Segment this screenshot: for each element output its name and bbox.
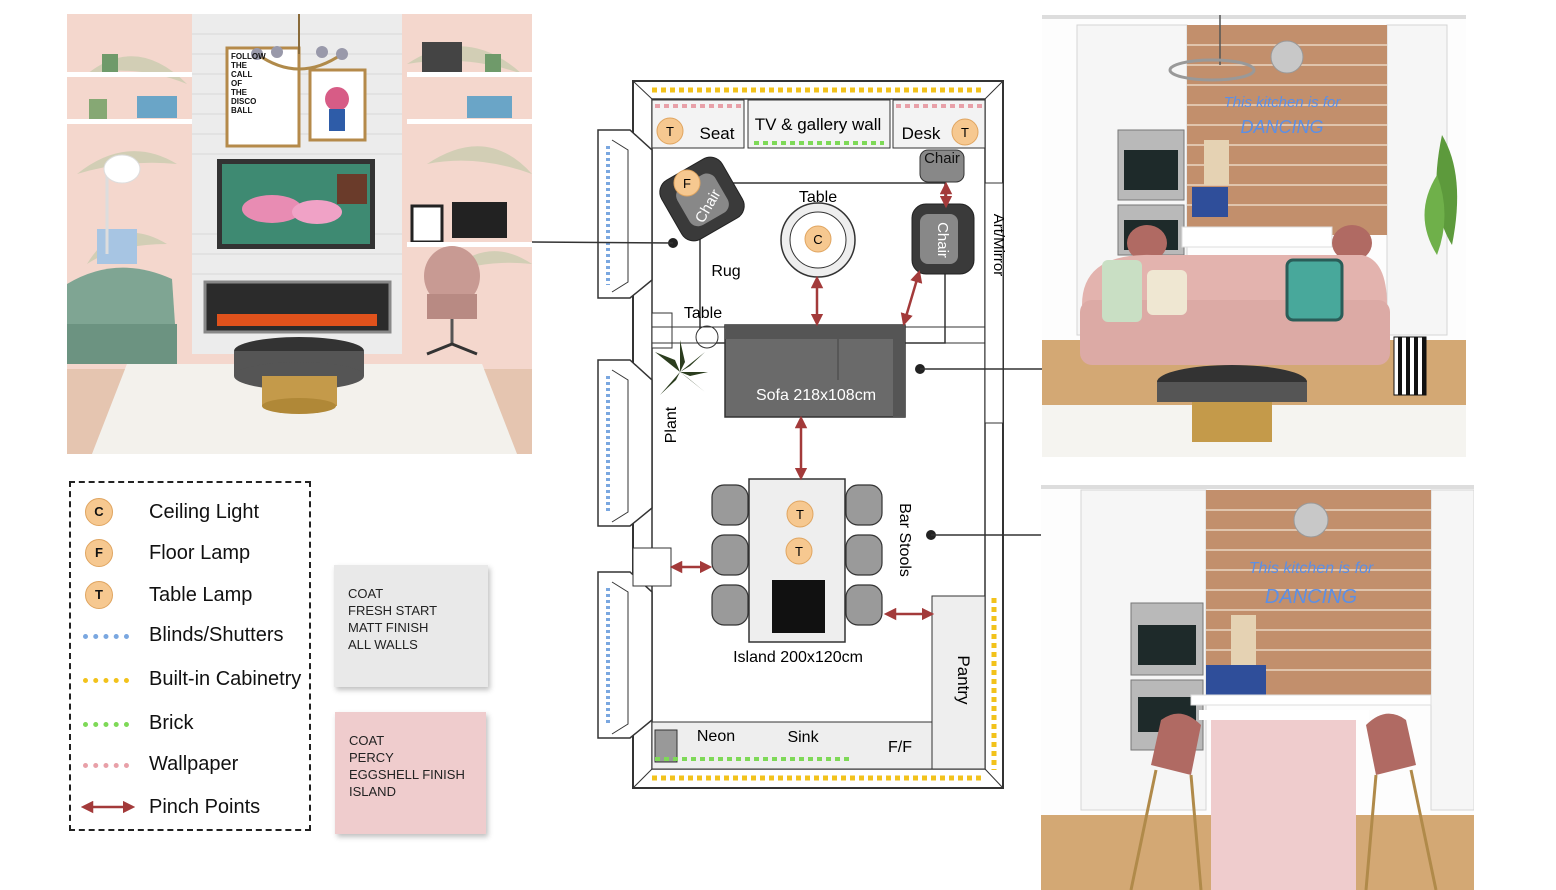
ff-label: F/F [888, 739, 912, 756]
swatch-line: COAT [348, 586, 384, 601]
paint-swatch-walls: COAT FRESH START MATT FINISH ALL WALLS [334, 565, 488, 687]
armchair-right-label: Chair [934, 222, 951, 258]
legend-label: Wallpaper [149, 753, 239, 775]
plant [655, 340, 708, 395]
legend-label: Pinch Points [149, 796, 261, 818]
legend-item-wallpaper: Wallpaper [71, 750, 311, 780]
sofa-label: Sofa 218x108cm [756, 387, 876, 404]
neon-sign-line1-bottom: This kitchen is for [1249, 560, 1374, 577]
legend-label: Built-in Cabinetry [149, 668, 302, 690]
pantry-label: Pantry [954, 655, 973, 705]
swatch-line: ISLAND [349, 784, 396, 799]
poster-line: BALL [231, 106, 253, 115]
table-lamp-desk-letter: T [961, 125, 969, 140]
legend-item-table-lamp: T Table Lamp [71, 581, 311, 611]
island-lamp-1: T [786, 500, 814, 528]
table-lamp-seat: T [656, 117, 684, 145]
bar-stools-label: Bar Stools [896, 503, 913, 577]
cabinetry-swatch [83, 678, 129, 683]
neon-sign-line2-bottom: DANCING [1265, 586, 1357, 608]
sofa-view-moodboard: This kitchen is for DANCING [1042, 15, 1466, 457]
legend-item-blinds: Blinds/Shutters [71, 621, 311, 651]
legend-item-cabinetry: Built-in Cabinetry [71, 665, 311, 695]
rug-label: Rug [711, 263, 740, 280]
side-table [651, 312, 673, 349]
pinch-arrow-icon [81, 800, 135, 814]
seat-label: Seat [700, 124, 735, 143]
poster-line: THE [231, 61, 247, 70]
desk-chair-label: Chair [924, 150, 960, 167]
legend-item-ceiling-light: C Ceiling Light [71, 498, 311, 528]
island-lamp-2: T [785, 537, 813, 565]
sofa [724, 324, 906, 418]
legend-item-pinch-points: Pinch Points [71, 793, 311, 823]
doorway [632, 547, 672, 587]
kitchen-run [651, 721, 933, 770]
island-lamp-1-letter: T [796, 507, 804, 522]
legend-label: Brick [149, 712, 194, 734]
legend-label: Floor Lamp [149, 542, 251, 564]
wallpaper-swatch [83, 763, 129, 768]
blinds-swatch [83, 634, 129, 639]
art-mirror-panel [984, 182, 1004, 424]
poster-line: OF [231, 79, 243, 88]
pinch-points [669, 181, 953, 621]
table-lamp-badge: T [85, 581, 113, 609]
art-mirror-label: Art/Mirror [990, 214, 1007, 277]
plant-label: Plant [663, 406, 680, 443]
ceiling-light-letter: C [813, 232, 822, 247]
paint-swatch-island: COAT PERCY EGGSHELL FINISH ISLAND [335, 712, 486, 834]
neon-box [654, 729, 678, 763]
legend-label: Table Lamp [149, 584, 253, 606]
bar-stools [711, 484, 883, 626]
legend: C Ceiling Light F Floor Lamp T Table Lam… [69, 481, 311, 831]
swatch-line: MATT FINISH [348, 620, 429, 635]
island-lamp-2-letter: T [795, 544, 803, 559]
legend-item-floor-lamp: F Floor Lamp [71, 539, 311, 569]
floor-lamp-letter: F [683, 176, 691, 191]
disco-poster-text: FOLLOW THE CALL OF THE DISCO BALL [231, 52, 297, 115]
table-lamp-seat-letter: T [666, 124, 674, 139]
floor-lamp-badge: F [85, 539, 113, 567]
island-view-moodboard: This kitchen is for DANCING [1041, 485, 1474, 890]
swatch-line: COAT [349, 733, 385, 748]
poster-line: THE [231, 88, 247, 97]
desk-label: Desk [902, 124, 941, 143]
coffee-table: C [780, 202, 856, 278]
living-room-moodboard [67, 14, 532, 454]
legend-label: Ceiling Light [149, 501, 260, 523]
poster-line: CALL [231, 70, 253, 79]
sink-label: Sink [787, 729, 819, 746]
neon-sign-line1: This kitchen is for [1224, 94, 1342, 111]
tv-wall-label: TV & gallery wall [755, 115, 882, 134]
island-label: Island 200x120cm [733, 649, 863, 666]
swatch-line: FRESH START [348, 603, 438, 618]
poster-line: FOLLOW [231, 52, 266, 61]
neon-label: Neon [697, 728, 735, 745]
tv-wall-unit [747, 99, 891, 149]
floor-plan: Seat TV & gallery wall Desk T T Chair Ru… [597, 80, 1007, 789]
coffee-table-label: Table [799, 189, 837, 206]
brick-swatch [83, 722, 129, 727]
poster-line: DISCO [231, 97, 257, 106]
pantry [931, 595, 986, 770]
legend-item-brick: Brick [71, 709, 311, 739]
swatch-line: ALL WALLS [348, 637, 418, 652]
table-lamp-desk: T [951, 118, 979, 146]
neon-sign-line2: DANCING [1240, 117, 1323, 137]
legend-label: Blinds/Shutters [149, 624, 284, 646]
swatch-line: EGGSHELL FINISH [349, 767, 465, 782]
ceiling-light-badge: C [85, 498, 113, 526]
side-table-label: Table [684, 305, 722, 322]
swatch-line: PERCY [349, 750, 394, 765]
floor-lamp: F [673, 169, 701, 197]
